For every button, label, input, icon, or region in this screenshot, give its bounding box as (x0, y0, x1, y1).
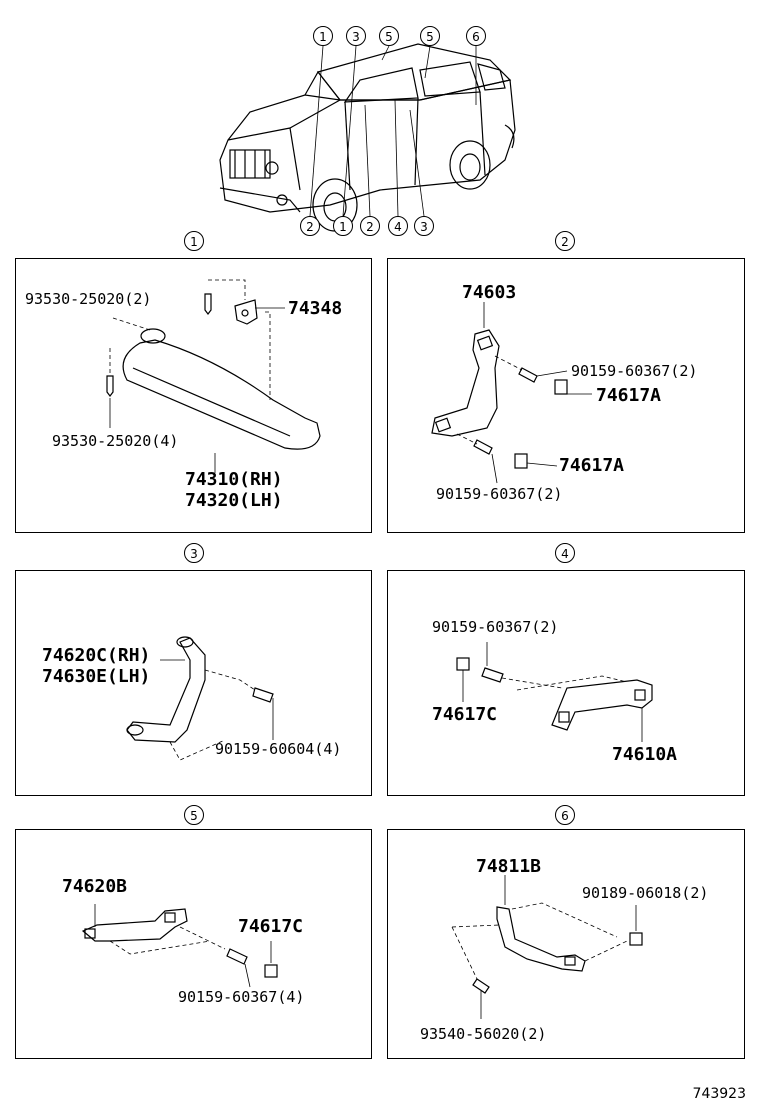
overview-callout-5b[interactable]: 5 (420, 26, 440, 46)
panel-grip-handle-4 (387, 570, 745, 796)
label-90159-60367-2-p4: 90159-60367(2) (432, 618, 559, 636)
overview-callout-2b[interactable]: 2 (360, 216, 380, 236)
label-74620b: 74620B (62, 876, 128, 897)
section-5-number: 5 (184, 805, 204, 825)
label-74617c-p5: 74617C (238, 916, 304, 937)
section-2-number: 2 (555, 231, 575, 251)
overview-callout-3[interactable]: 3 (346, 26, 366, 46)
overview-callout-1[interactable]: 1 (313, 26, 333, 46)
overview-callout-6[interactable]: 6 (466, 26, 486, 46)
label-74617a-lower: 74617A (559, 455, 625, 476)
label-74603: 74603 (462, 282, 517, 303)
label-90159-60367-4: 90159-60367(4) (178, 988, 305, 1006)
label-74310-rh: 74310(RH) (185, 469, 283, 490)
label-93530-25020-4: 93530-25020(4) (52, 432, 179, 450)
panel-assist-grip-6 (387, 829, 745, 1059)
panel-assist-grip-2 (387, 258, 745, 533)
label-74320-lh: 74320(LH) (185, 490, 283, 511)
label-93530-25020-2: 93530-25020(2) (25, 290, 152, 308)
diagram-reference-number: 743923 (692, 1086, 746, 1102)
panel-sun-visor (15, 258, 372, 533)
sun-visor-drawing (106, 279, 321, 473)
section-1-number: 1 (184, 231, 204, 251)
grip-handle-5-drawing (81, 904, 278, 988)
panel-grip-handle-5 (15, 829, 372, 1059)
label-74617a-upper: 74617A (596, 385, 662, 406)
label-90189-06018-2: 90189-06018(2) (582, 884, 709, 902)
label-90159-60367-2-upper: 90159-60367(2) (571, 362, 698, 380)
overview-callout-4[interactable]: 4 (388, 216, 408, 236)
grip-handle-3-drawing (126, 636, 274, 761)
section-6-number: 6 (555, 805, 575, 825)
assist-grip-2-drawing (431, 302, 592, 484)
overview-callout-5a[interactable]: 5 (379, 26, 399, 46)
section-3-number: 3 (184, 543, 204, 563)
label-90159-60367-2-lower: 90159-60367(2) (436, 485, 563, 503)
overview-callout-3b[interactable]: 3 (414, 216, 434, 236)
vehicle-overview-drawing (219, 43, 516, 232)
label-74620c-rh: 74620C(RH) (42, 645, 151, 666)
assist-grip-6-drawing (451, 875, 643, 1019)
label-74348: 74348 (288, 298, 343, 319)
overview-callout-2a[interactable]: 2 (300, 216, 320, 236)
label-93540-56020-2: 93540-56020(2) (420, 1025, 547, 1043)
panel-grip-handle-3 (15, 570, 372, 796)
label-74617c-p4: 74617C (432, 704, 498, 725)
label-74630e-lh: 74630E(LH) (42, 666, 151, 687)
overview-callout-1b[interactable]: 1 (333, 216, 353, 236)
grip-handle-4-drawing (456, 642, 653, 742)
label-74811b: 74811B (476, 856, 542, 877)
label-90159-60604-4: 90159-60604(4) (215, 740, 342, 758)
label-74610a: 74610A (612, 744, 678, 765)
section-4-number: 4 (555, 543, 575, 563)
